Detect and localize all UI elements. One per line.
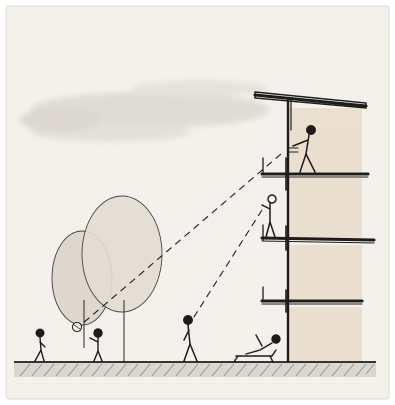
building-interior-shading — [289, 108, 362, 362]
ground — [14, 362, 376, 377]
